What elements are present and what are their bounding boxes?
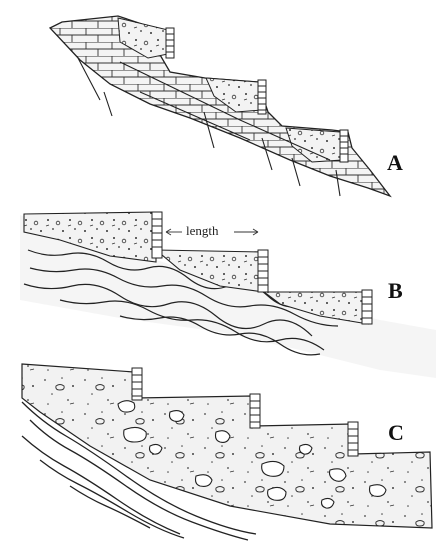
panel-b-drawing bbox=[20, 212, 436, 378]
panel-a-drawing bbox=[50, 16, 390, 196]
panel-a-wall-1 bbox=[166, 28, 174, 58]
panel-a-wall-3 bbox=[340, 130, 348, 162]
panel-c-wall-2 bbox=[250, 394, 260, 428]
panel-a-label: A bbox=[387, 150, 403, 176]
panel-c-drawing bbox=[22, 364, 432, 540]
panel-c-wall-1 bbox=[132, 368, 142, 400]
panel-b-wall-3 bbox=[362, 290, 372, 324]
panel-b-wall-1 bbox=[152, 212, 162, 258]
panel-c-fill bbox=[22, 364, 432, 528]
length-label: length bbox=[184, 223, 221, 239]
panel-a-wall-2 bbox=[258, 80, 266, 114]
panel-c-wall-3 bbox=[348, 422, 358, 456]
panel-c-label: C bbox=[388, 420, 404, 446]
panel-b-wall-2 bbox=[258, 250, 268, 292]
panel-a-bedrock bbox=[50, 16, 390, 196]
panel-b-label: B bbox=[388, 278, 403, 304]
